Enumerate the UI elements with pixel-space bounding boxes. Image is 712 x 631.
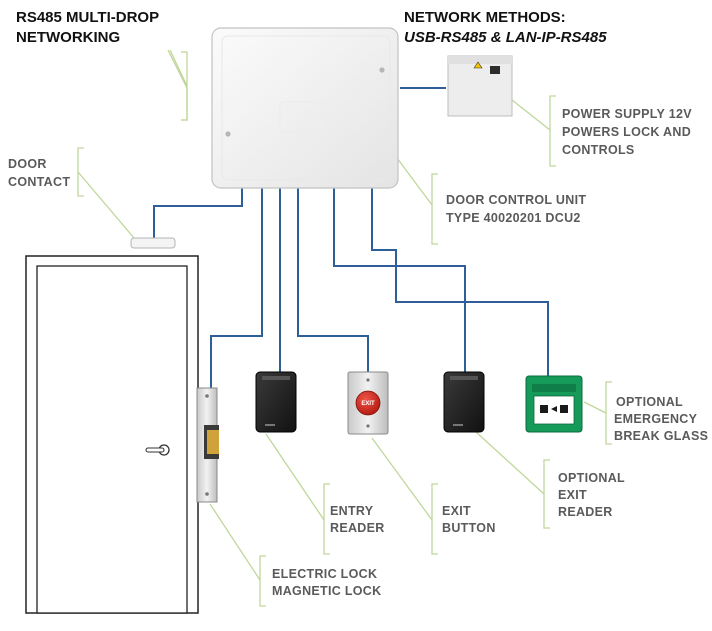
wire-break-glass (371, 185, 549, 376)
door-control-unit (211, 27, 399, 189)
callout-header-left-leader (169, 49, 188, 87)
callout-emergency-leader (583, 401, 607, 414)
callout-entry-reader-leader (265, 433, 325, 521)
door-leaf (36, 265, 188, 614)
callout-lock-leader (209, 503, 261, 581)
labels: POWER SUPPLY 12V POWERS LOCK AND CONTROL… (8, 107, 708, 598)
header-right-line1: NETWORK METHODS: (404, 9, 566, 26)
power-led-display (490, 66, 500, 74)
header-right-line2: USB-RS485 & LAN-IP-RS485 (404, 29, 607, 46)
wire-exit-reader (333, 185, 466, 372)
label-emergency-2: EMERGENCY (614, 412, 698, 426)
door (25, 255, 199, 614)
exit-button-face-label: EXIT (361, 401, 375, 407)
exit-button-device: EXIT (347, 371, 389, 435)
label-emergency-1: OPTIONAL (616, 395, 683, 409)
warning-icon (473, 61, 483, 69)
callout-lock-bracket (259, 555, 266, 607)
label-door-contact-1: DOOR (8, 157, 47, 171)
label-exit-button-2: BUTTON (442, 521, 496, 535)
label-entry-reader-2: READER (330, 521, 385, 535)
label-door-contact-2: CONTACT (8, 175, 70, 189)
callout-exit-button-bracket (431, 483, 438, 555)
label-exit-reader-3: READER (558, 505, 613, 519)
label-exit-reader-1: OPTIONAL (558, 471, 625, 485)
callout-door-contact-leader (77, 171, 135, 239)
label-power-3: CONTROLS (562, 143, 635, 157)
header-left-line2: NETWORKING (16, 29, 120, 46)
power-supply (447, 55, 513, 117)
label-lock-1: ELECTRIC LOCK (272, 567, 377, 581)
wire-exit-button (297, 185, 369, 372)
header-left-line1: RS485 MULTI-DROP (16, 9, 159, 26)
callout-dcu-bracket (431, 173, 438, 245)
callout-door-contact-bracket (77, 147, 84, 197)
label-entry-reader-1: ENTRY (330, 504, 374, 518)
label-lock-2: MAGNETIC LOCK (272, 584, 381, 598)
screw-icon (225, 131, 231, 137)
callout-exit-reader-bracket (543, 459, 550, 529)
label-exit-reader-2: EXIT (558, 488, 587, 502)
callout-exit-button-leader (371, 437, 433, 521)
callout-power-leader (511, 99, 551, 131)
break-glass (525, 375, 583, 433)
break-glass-symbol-icon (540, 405, 548, 413)
callout-emergency-bracket (605, 381, 612, 445)
screw-icon (379, 67, 385, 73)
label-power-1: POWER SUPPLY 12V (562, 107, 692, 121)
label-power-2: POWERS LOCK AND (562, 125, 691, 139)
exit-push-button (355, 390, 381, 416)
callout-dcu-leader (396, 157, 433, 206)
wire-door-contact (153, 185, 243, 240)
callout-power-bracket (549, 95, 556, 167)
callouts (77, 49, 612, 607)
label-exit-button-1: EXIT (442, 504, 471, 518)
label-dcu-1: DOOR CONTROL UNIT (446, 193, 586, 207)
callout-entry-reader-bracket (323, 483, 330, 555)
entry-reader (255, 371, 297, 433)
exit-reader (443, 371, 485, 433)
wire-lock (210, 185, 263, 388)
callout-exit-reader-leader (475, 431, 545, 495)
callout-header-left (167, 49, 188, 121)
electric-lock (196, 387, 219, 503)
label-dcu-2: TYPE 40020201 DCU2 (446, 211, 581, 225)
wiring (153, 87, 549, 388)
label-emergency-3: BREAK GLASS (614, 429, 708, 443)
